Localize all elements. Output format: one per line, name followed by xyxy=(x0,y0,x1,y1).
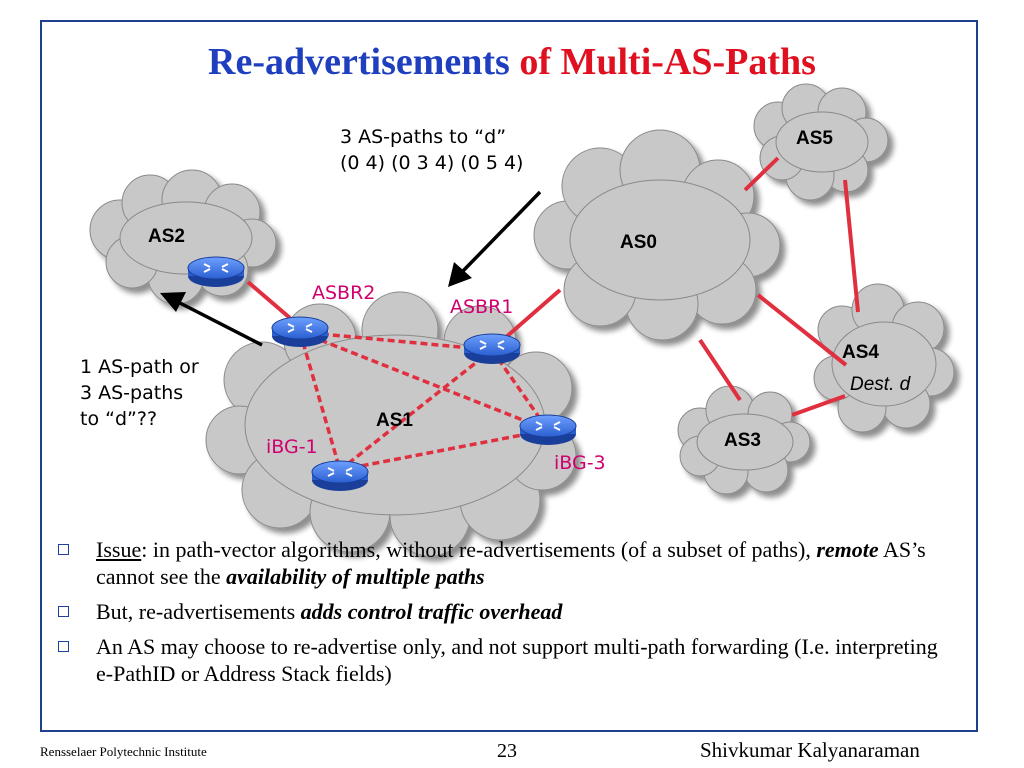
footer-page-number: 23 xyxy=(497,740,517,762)
cloud-as5 xyxy=(753,83,889,201)
footer-institution: Rensselaer Polytechnic Institute xyxy=(40,744,207,759)
label-as4: AS4 xyxy=(842,342,879,363)
inter-as-links xyxy=(246,156,860,417)
cloud-as3 xyxy=(677,385,811,495)
link-as0-as3 xyxy=(698,338,742,402)
bullet-readvertise: An AS may choose to re-advertise only, a… xyxy=(58,633,958,687)
router-asbr1[interactable] xyxy=(463,333,521,364)
annotation-top: 3 AS-paths to “d” (0 4) (0 3 4) (0 5 4) xyxy=(340,124,523,176)
ibgp-mesh xyxy=(298,330,550,472)
router-as2[interactable] xyxy=(187,256,245,287)
bullet-overhead-text: But, re-advertisements xyxy=(96,599,301,624)
bullet-issue-emph: availability of multiple paths xyxy=(226,564,485,589)
annotation-left-line2: 3 AS-paths xyxy=(80,382,184,404)
link-as0-as5 xyxy=(743,156,780,192)
bullet-box-icon xyxy=(58,544,69,555)
bullet-readvertise-text: An AS may choose to re-advertise only, a… xyxy=(96,634,938,686)
cloud-as0 xyxy=(533,129,781,341)
label-ibg3: iBG-3 xyxy=(554,452,606,474)
annotation-left: 1 AS-path or 3 AS-paths to “d”?? xyxy=(80,354,199,432)
ibgp-asbr2-ibg3 xyxy=(299,330,549,432)
link-asbr1-as0 xyxy=(503,288,562,340)
cloud-as4 xyxy=(813,283,955,433)
title-part-blue: Re-advertisements xyxy=(208,41,510,83)
ibgp-asbr2-ibg1 xyxy=(298,331,342,471)
link-as2-asbr2 xyxy=(246,280,292,320)
label-as0: AS0 xyxy=(620,232,657,253)
annotation-left-line1: 1 AS-path or xyxy=(80,356,199,378)
label-as5: AS5 xyxy=(796,128,833,149)
link-as5-as4 xyxy=(843,179,860,313)
ibgp-ibg1-ibg3 xyxy=(339,428,549,472)
ibgp-asbr2-asbr1 xyxy=(299,330,493,352)
label-dest-d: Dest. d xyxy=(850,374,911,395)
arrow-top xyxy=(448,190,542,287)
router-ibg1[interactable] xyxy=(311,460,369,491)
link-as3-as4 xyxy=(791,394,846,417)
label-asbr1: ASBR1 xyxy=(450,296,514,318)
bullet-issue-term: Issue xyxy=(96,537,142,562)
bullet-issue-remote: remote xyxy=(816,537,879,562)
router-ibg3[interactable] xyxy=(519,414,577,445)
bullet-box-icon xyxy=(58,641,69,652)
slide-title: Re-advertisements of Multi-AS-Paths xyxy=(0,40,1024,84)
annotation-top-line2: (0 4) (0 3 4) (0 5 4) xyxy=(340,152,524,174)
bullet-list: Issue: in path-vector algorithms, withou… xyxy=(58,536,958,695)
bullet-issue-text1: : in path-vector algorithms, without re-… xyxy=(141,537,817,562)
annotation-left-line3: to “d”?? xyxy=(80,408,158,430)
label-as1: AS1 xyxy=(376,410,413,431)
bullet-overhead: But, re-advertisements adds control traf… xyxy=(58,598,958,625)
label-ibg1: iBG-1 xyxy=(266,436,318,458)
bullet-issue-text2: AS’s cannot see the xyxy=(96,537,926,589)
bullet-box-icon xyxy=(58,606,69,617)
title-part-red: of Multi-AS-Paths xyxy=(519,41,816,83)
bullet-issue: Issue: in path-vector algorithms, withou… xyxy=(58,536,958,590)
slide-frame xyxy=(40,20,978,732)
label-as3: AS3 xyxy=(724,430,761,451)
arrow-left xyxy=(160,292,263,347)
annotation-top-line1: 3 AS-paths to “d” xyxy=(340,126,507,148)
bullet-overhead-emph: adds control traffic overhead xyxy=(300,599,563,624)
router-asbr2[interactable] xyxy=(271,316,329,347)
footer-author: Shivkumar Kalyanaraman xyxy=(700,738,920,762)
link-as0-as4 xyxy=(756,293,848,367)
label-as2: AS2 xyxy=(148,226,185,247)
label-asbr2: ASBR2 xyxy=(312,282,376,304)
